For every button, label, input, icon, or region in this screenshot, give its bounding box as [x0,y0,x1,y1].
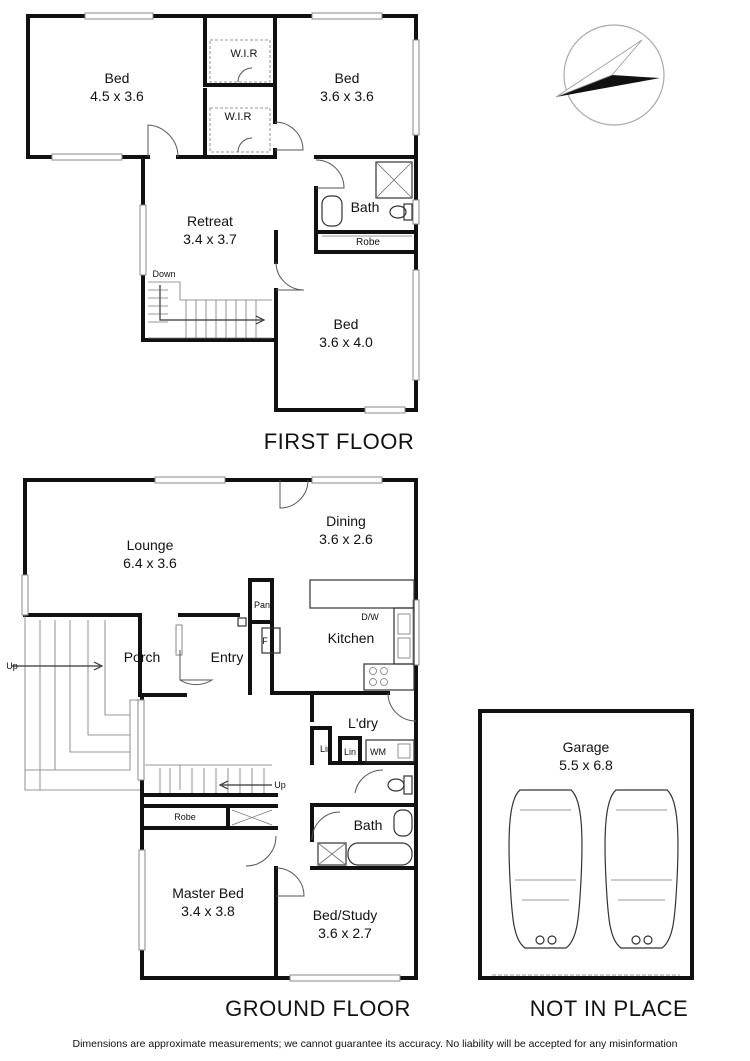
gf-dining-label: Dining [326,513,366,529]
ff-robe-label: Robe [356,237,380,248]
gf-up-label-stairs: Up [274,780,286,790]
ff-retreat-label: Retreat [187,213,233,229]
gf-up-label-porch: Up [6,661,18,671]
porch-steps [12,615,140,791]
gf-master-bed-label: Master Bed [172,885,244,901]
gf-linen1-label: Lin [320,744,332,754]
north-arrow-icon [555,24,665,126]
gf-lounge-label: Lounge [127,537,174,553]
first-floor-title: FIRST FLOOR [264,429,415,454]
gf-washing-machine-label: WM [370,747,386,757]
ff-down-label: Down [152,269,175,279]
ff-bed3-size: 3.6 x 4.0 [319,334,373,350]
gf-fridge-label: F [262,636,268,646]
gf-porch-label: Porch [124,649,161,665]
gf-kitchen-label: Kitchen [328,630,375,646]
first-floor-plan: Bed 4.5 x 3.6 Bed 3.6 x 3.6 Retreat 3.4 … [26,12,420,454]
ff-bed1-label: Bed [105,70,130,86]
gf-pantry-label: Pan [254,600,270,610]
ff-bath-label: Bath [351,199,380,215]
ground-floor-stairs [145,764,272,793]
ff-bed3-label: Bed [334,316,359,332]
gf-robe-label: Robe [174,812,196,822]
ff-wir1-label: W.I.R [231,48,258,60]
gf-bed-study-size: 3.6 x 2.7 [318,925,372,941]
garage-plan: Garage 5.5 x 6.8 NOT IN PLACE [478,709,694,1021]
garage-size: 5.5 x 6.8 [559,757,613,773]
ground-floor-plan: Lounge 6.4 x 3.6 Dining 3.6 x 2.6 Kitche… [6,476,420,1021]
ff-bed1-size: 4.5 x 3.6 [90,88,144,104]
gf-entry-label: Entry [211,649,244,665]
car-icon [508,789,583,949]
gf-bath-label: Bath [354,817,383,833]
gf-bed-study-label: Bed/Study [313,907,378,923]
ff-wir2-label: W.I.R [225,111,252,123]
ff-retreat-size: 3.4 x 3.7 [183,231,237,247]
gf-dining-size: 3.6 x 2.6 [319,531,373,547]
disclaimer-text: Dimensions are approximate measurements;… [72,1038,678,1050]
ff-bed2-label: Bed [335,70,360,86]
car-icon [604,789,679,949]
gf-dishwasher-label: D/W [361,612,379,622]
ff-bed2-size: 3.6 x 3.6 [320,88,374,104]
gf-laundry-label: L'dry [348,715,378,731]
ground-floor-title: GROUND FLOOR [225,996,411,1021]
gf-linen2-label: Lin [344,747,356,757]
first-floor-stairs [148,281,272,339]
gf-master-bed-size: 3.4 x 3.8 [181,903,235,919]
garage-status-title: NOT IN PLACE [530,996,688,1021]
gf-lounge-size: 6.4 x 3.6 [123,555,177,571]
garage-label: Garage [563,739,610,755]
